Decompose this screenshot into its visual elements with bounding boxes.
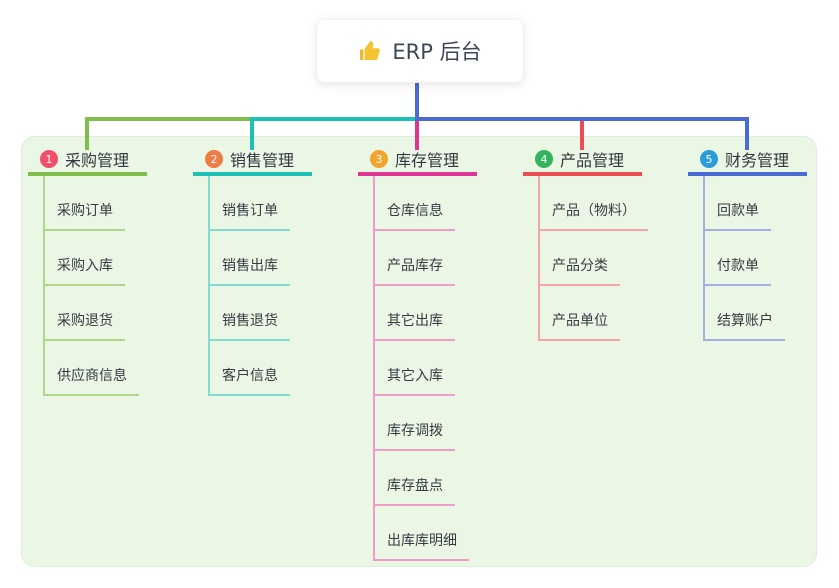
child-node[interactable]: 库存调拨 xyxy=(373,421,455,451)
branch-index-badge: 3 xyxy=(370,150,388,168)
branch-child-connector xyxy=(43,176,45,396)
child-node[interactable]: 产品库存 xyxy=(373,256,455,286)
child-node[interactable]: 产品单位 xyxy=(538,311,620,341)
child-node[interactable]: 销售订单 xyxy=(208,201,290,231)
child-node[interactable]: 采购退货 xyxy=(43,311,125,341)
branch-label: 财务管理 xyxy=(725,151,790,170)
branch-node[interactable]: 1 采购管理 xyxy=(28,146,147,176)
child-node[interactable]: 其它入库 xyxy=(373,366,455,396)
branch-column: 4 产品管理 产品（物料） 产品分类产品单位 xyxy=(523,146,688,341)
branch-elbow-stub xyxy=(85,121,89,150)
branch-label: 库存管理 xyxy=(395,151,460,170)
child-node[interactable]: 客户信息 xyxy=(208,366,290,396)
child-node[interactable]: 供应商信息 xyxy=(43,366,139,396)
child-node[interactable]: 销售出库 xyxy=(208,256,290,286)
child-node[interactable]: 结算账户 xyxy=(703,311,785,341)
branch-node[interactable]: 2 销售管理 xyxy=(193,146,312,176)
branch-elbow-stub xyxy=(580,121,584,150)
branch-node[interactable]: 5 财务管理 xyxy=(688,146,807,176)
child-node[interactable]: 其它出库 xyxy=(373,311,455,341)
branch-column: 3 库存管理 仓库信息产品库存其它出库其它入库库存调拨库存盘点出库库明细 xyxy=(358,146,523,561)
branch-node[interactable]: 4 产品管理 xyxy=(523,146,642,176)
branch-node[interactable]: 3 库存管理 xyxy=(358,146,477,176)
child-node[interactable]: 产品分类 xyxy=(538,256,620,286)
branch-elbow-stub xyxy=(415,121,419,150)
branch-label: 采购管理 xyxy=(65,151,130,170)
branch-label: 产品管理 xyxy=(560,151,625,170)
branch-index-badge: 5 xyxy=(700,150,718,168)
branches-panel xyxy=(21,136,817,567)
thumbs-up-icon xyxy=(358,39,382,63)
branch-elbow-stub xyxy=(745,121,749,150)
branch-column: 1 采购管理 采购订单采购入库采购退货供应商信息 xyxy=(28,146,193,396)
root-title: ERP 后台 xyxy=(392,40,482,64)
branch-child-connector xyxy=(208,176,210,396)
branch-index-badge: 4 xyxy=(535,150,553,168)
branch-elbow-horizontal xyxy=(250,117,419,121)
branch-child-connector xyxy=(373,176,375,561)
branch-elbow-horizontal xyxy=(415,117,749,121)
child-node[interactable]: 仓库信息 xyxy=(373,201,455,231)
branch-elbow-stub xyxy=(250,121,254,150)
child-node[interactable]: 采购入库 xyxy=(43,256,125,286)
child-node[interactable]: 回款单 xyxy=(703,201,771,231)
child-node[interactable]: 库存盘点 xyxy=(373,476,455,506)
branch-index-badge: 1 xyxy=(40,150,58,168)
child-node[interactable]: 销售退货 xyxy=(208,311,290,341)
child-node[interactable]: 出库库明细 xyxy=(373,531,469,561)
branch-index-badge: 2 xyxy=(205,150,223,168)
branch-label: 销售管理 xyxy=(230,151,295,170)
branch-child-connector xyxy=(538,176,540,341)
child-node[interactable]: 产品（物料） xyxy=(538,201,648,231)
root-node[interactable]: ERP 后台 xyxy=(316,19,524,83)
child-node[interactable]: 采购订单 xyxy=(43,201,125,231)
branch-child-connector xyxy=(703,176,705,341)
child-node[interactable]: 付款单 xyxy=(703,256,771,286)
branch-column: 5 财务管理 回款单付款单结算账户 xyxy=(688,146,839,341)
root-connector-stub xyxy=(415,83,419,117)
branch-column: 2 销售管理 销售订单销售出库销售退货客户信息 xyxy=(193,146,358,396)
